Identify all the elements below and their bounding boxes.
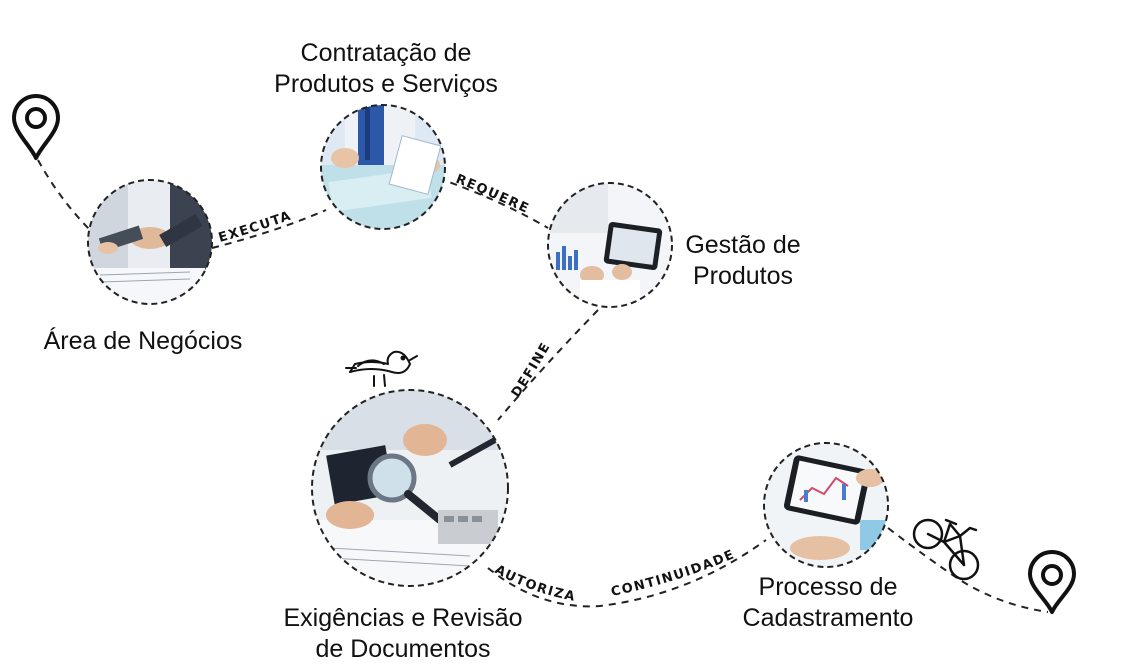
node-label-gestao: Gestão de Produtos [668,230,818,292]
bird-icon [345,350,418,387]
map-pin-end-icon [1028,550,1076,614]
node-label-contratacao-line2: Produtos e Serviços [274,70,498,98]
node-label-exigencias: Exigências e Revisão de Documentos [248,603,558,665]
node-label-gestao-line1: Gestão de [685,231,801,259]
node-label-processo-line2: Cadastramento [742,604,914,632]
node-label-gestao-line2: Produtos [692,262,794,290]
edge-label-requere: REQUERE [453,172,531,217]
node-label-processo-line1: Processo de [758,573,898,601]
edge-label-autoriza: AUTORIZA [492,562,577,605]
node-label-processo: Processo de Cadastramento [718,572,938,634]
node-image-area [87,179,213,305]
node-label-area-text: Área de Negócios [43,327,243,355]
node-image-processo [763,442,889,568]
map-pin-start-icon [12,94,60,160]
bicycle-icon [912,518,980,581]
edge-label-define: DEFINE [509,340,554,401]
node-image-exigencias [311,389,509,587]
node-image-gestao [547,182,673,308]
node-label-area: Área de Negócios [18,326,268,357]
node-label-contratacao-line1: Contratação de [300,39,472,67]
node-label-exigencias-line2: de Documentos [315,635,491,663]
node-label-contratacao: Contratação de Produtos e Serviços [236,38,536,100]
edge-label-executa: EXECUTA [217,208,294,245]
node-image-contratacao [320,104,446,230]
node-label-exigencias-line1: Exigências e Revisão [283,604,523,632]
route-path [37,159,1049,613]
